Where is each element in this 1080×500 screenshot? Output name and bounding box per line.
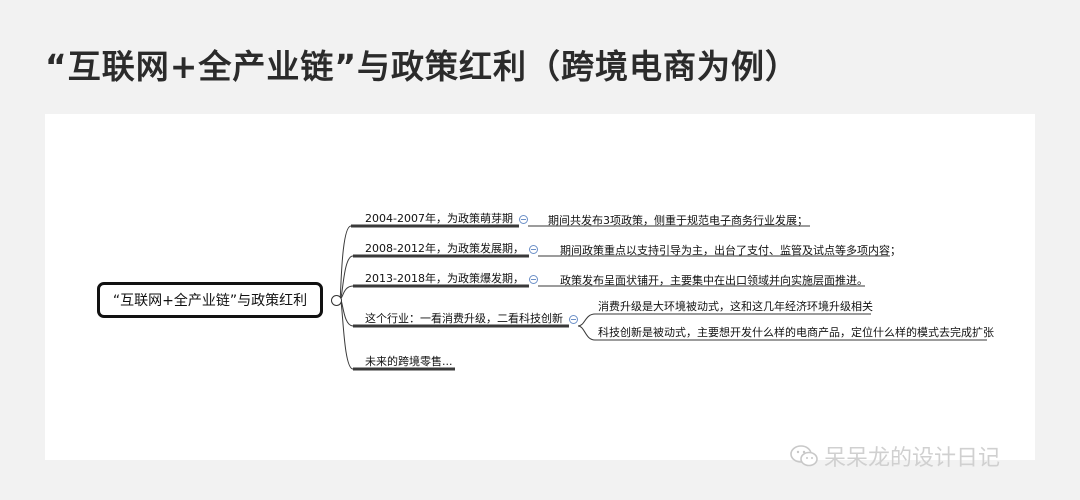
mindmap-canvas[interactable]: “互联网+全产业链”与政策红利 2004-2007年，为政策萌芽期 期间共发布3… [45, 114, 1035, 460]
root-node[interactable]: “互联网+全产业链”与政策红利 [97, 282, 323, 318]
watermark-text: 呆呆龙的设计日记 [824, 446, 1001, 471]
branch-label[interactable]: 未来的跨境零售... [365, 355, 453, 368]
leaf-label[interactable]: 期间共发布3项政策，侧重于规范电子商务行业发展； [548, 214, 808, 227]
leaf-label[interactable]: 科技创新是被动式，主要想开发什么样的电商产品，定位什么样的模式去完成扩张 [598, 326, 994, 339]
branch-label[interactable]: 2013-2018年，为政策爆发期， [365, 272, 524, 285]
leaf-label[interactable]: 期间政策重点以支持引导为主，出台了支付、监管及试点等多项内容； [560, 244, 901, 257]
branch-label[interactable]: 2004-2007年，为政策萌芽期 [365, 212, 513, 225]
branch-label[interactable]: 这个行业：一看消费升级，二看科技创新 [365, 312, 563, 325]
collapse-minus-icon[interactable] [529, 245, 538, 254]
root-collapse-icon[interactable] [331, 295, 342, 306]
collapse-minus-icon[interactable] [529, 275, 538, 284]
collapse-minus-icon[interactable] [519, 215, 528, 224]
collapse-minus-icon[interactable] [569, 315, 578, 324]
leaf-label[interactable]: 消费升级是大环境被动式，这和这几年经济环境升级相关 [598, 300, 873, 313]
page-title: “互联网+全产业链”与政策红利（跨境电商为例） [45, 47, 800, 86]
branch-label[interactable]: 2008-2012年，为政策发展期， [365, 242, 524, 255]
wechat-icon [790, 445, 818, 467]
leaf-label[interactable]: 政策发布呈面状铺开，主要集中在出口领域并向实施层面推进。 [560, 274, 868, 287]
watermark: 呆呆龙的设计日记 [790, 440, 1000, 472]
